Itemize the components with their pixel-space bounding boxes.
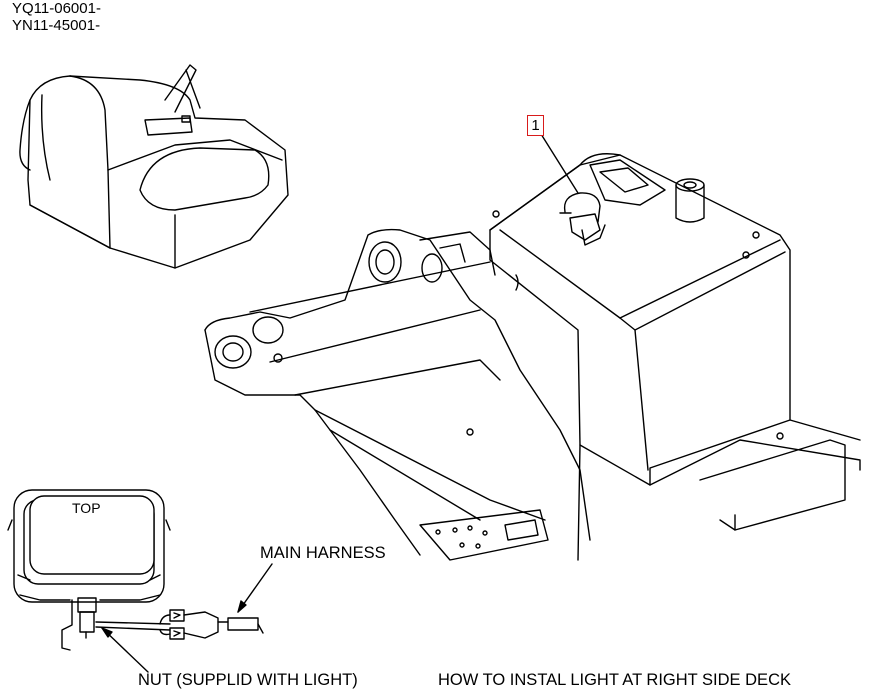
callout-number-box: 1 [527, 115, 544, 136]
seat-illustration [19, 64, 289, 269]
boom-frame-illustration [204, 228, 591, 561]
harness-leader-arrow [237, 600, 247, 613]
serial-number-2: YN11-45001- [12, 17, 101, 34]
work-light-illustration [7, 489, 264, 651]
main-harness-label: MAIN HARNESS [260, 544, 386, 562]
callout-leader [540, 133, 579, 194]
nut-label: NUT (SUPPLID WITH LIGHT) [138, 671, 358, 689]
light-top-label: TOP [72, 500, 101, 516]
serial-number-1: YQ11-06001- [12, 0, 101, 17]
diagram-caption: HOW TO INSTAL LIGHT AT RIGHT SIDE DECK [438, 671, 791, 689]
nut-leader-arrow [101, 627, 113, 638]
right-side-deck-illustration [489, 153, 861, 561]
